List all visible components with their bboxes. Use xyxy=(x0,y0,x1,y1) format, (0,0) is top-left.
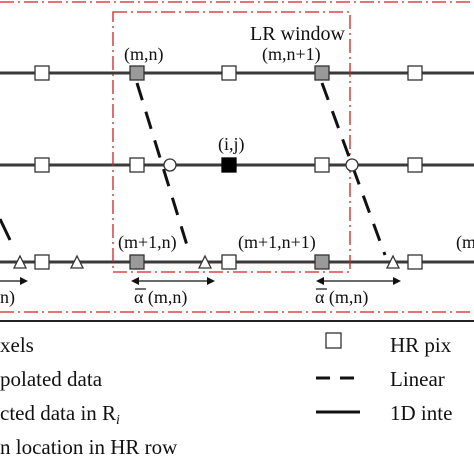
alpha-arrow-left-cut xyxy=(0,277,28,285)
lr-window-title: LR window xyxy=(250,23,346,45)
label-mn: (m,n) xyxy=(124,44,164,65)
hr-pixel xyxy=(407,157,423,173)
legend-1d-interp: 1D inte xyxy=(390,401,452,425)
projection-triangle xyxy=(69,254,85,269)
hr-pixel xyxy=(407,254,423,270)
projection-triangle xyxy=(197,254,213,269)
interp-1d-left-stub xyxy=(0,218,12,241)
label-alpha-1: α (m,n) xyxy=(134,287,187,308)
label-mn1: (m,n+1) xyxy=(262,44,321,65)
lr-window xyxy=(112,11,351,273)
legend-hr-pixels: HR pix xyxy=(390,333,452,357)
legend-subscript-i: i xyxy=(116,413,120,428)
projection-triangle xyxy=(12,254,28,269)
legend-hr-pixel-symbol xyxy=(325,332,342,349)
label-ij: (i,j) xyxy=(218,134,245,155)
target-pixel-ij xyxy=(221,157,237,173)
lr-pixel-mn1 xyxy=(314,65,330,81)
projection-triangle xyxy=(385,254,401,269)
legend-lr-pixels: xels xyxy=(0,333,34,357)
interpolated-point xyxy=(345,158,359,172)
hr-pixel xyxy=(221,65,237,81)
legend-linear: Linear xyxy=(390,367,445,391)
hr-pixel xyxy=(34,157,50,173)
hr-pixel xyxy=(34,65,50,81)
label-alpha-2: α (m,n) xyxy=(315,287,368,308)
legend-interpolated-data: polated data xyxy=(0,367,103,391)
lr-pixel-mn xyxy=(129,65,145,81)
lr-pixel-m1n1 xyxy=(314,254,330,270)
lr-pixel-m1n xyxy=(129,254,145,270)
interpolated-point xyxy=(163,158,177,172)
alpha-arrow-2 xyxy=(316,277,401,285)
label-m1n: (m+1,n) xyxy=(118,232,177,253)
label-m1-cut: (m xyxy=(456,232,474,253)
legend-projection-location: n location in HR row xyxy=(0,435,178,459)
hr-pixel xyxy=(407,65,423,81)
hr-pixel xyxy=(34,254,50,270)
hr-pixel xyxy=(129,157,145,173)
legend-selected-data: cted data in Ri xyxy=(0,401,120,428)
hr-pixel xyxy=(314,157,330,173)
label-m1n1: (m+1,n+1) xyxy=(238,232,316,253)
hr-pixel xyxy=(221,254,237,270)
label-left-cut: n) xyxy=(0,287,15,308)
linear-interp-left xyxy=(135,82,192,256)
alpha-arrow-1 xyxy=(131,277,215,285)
